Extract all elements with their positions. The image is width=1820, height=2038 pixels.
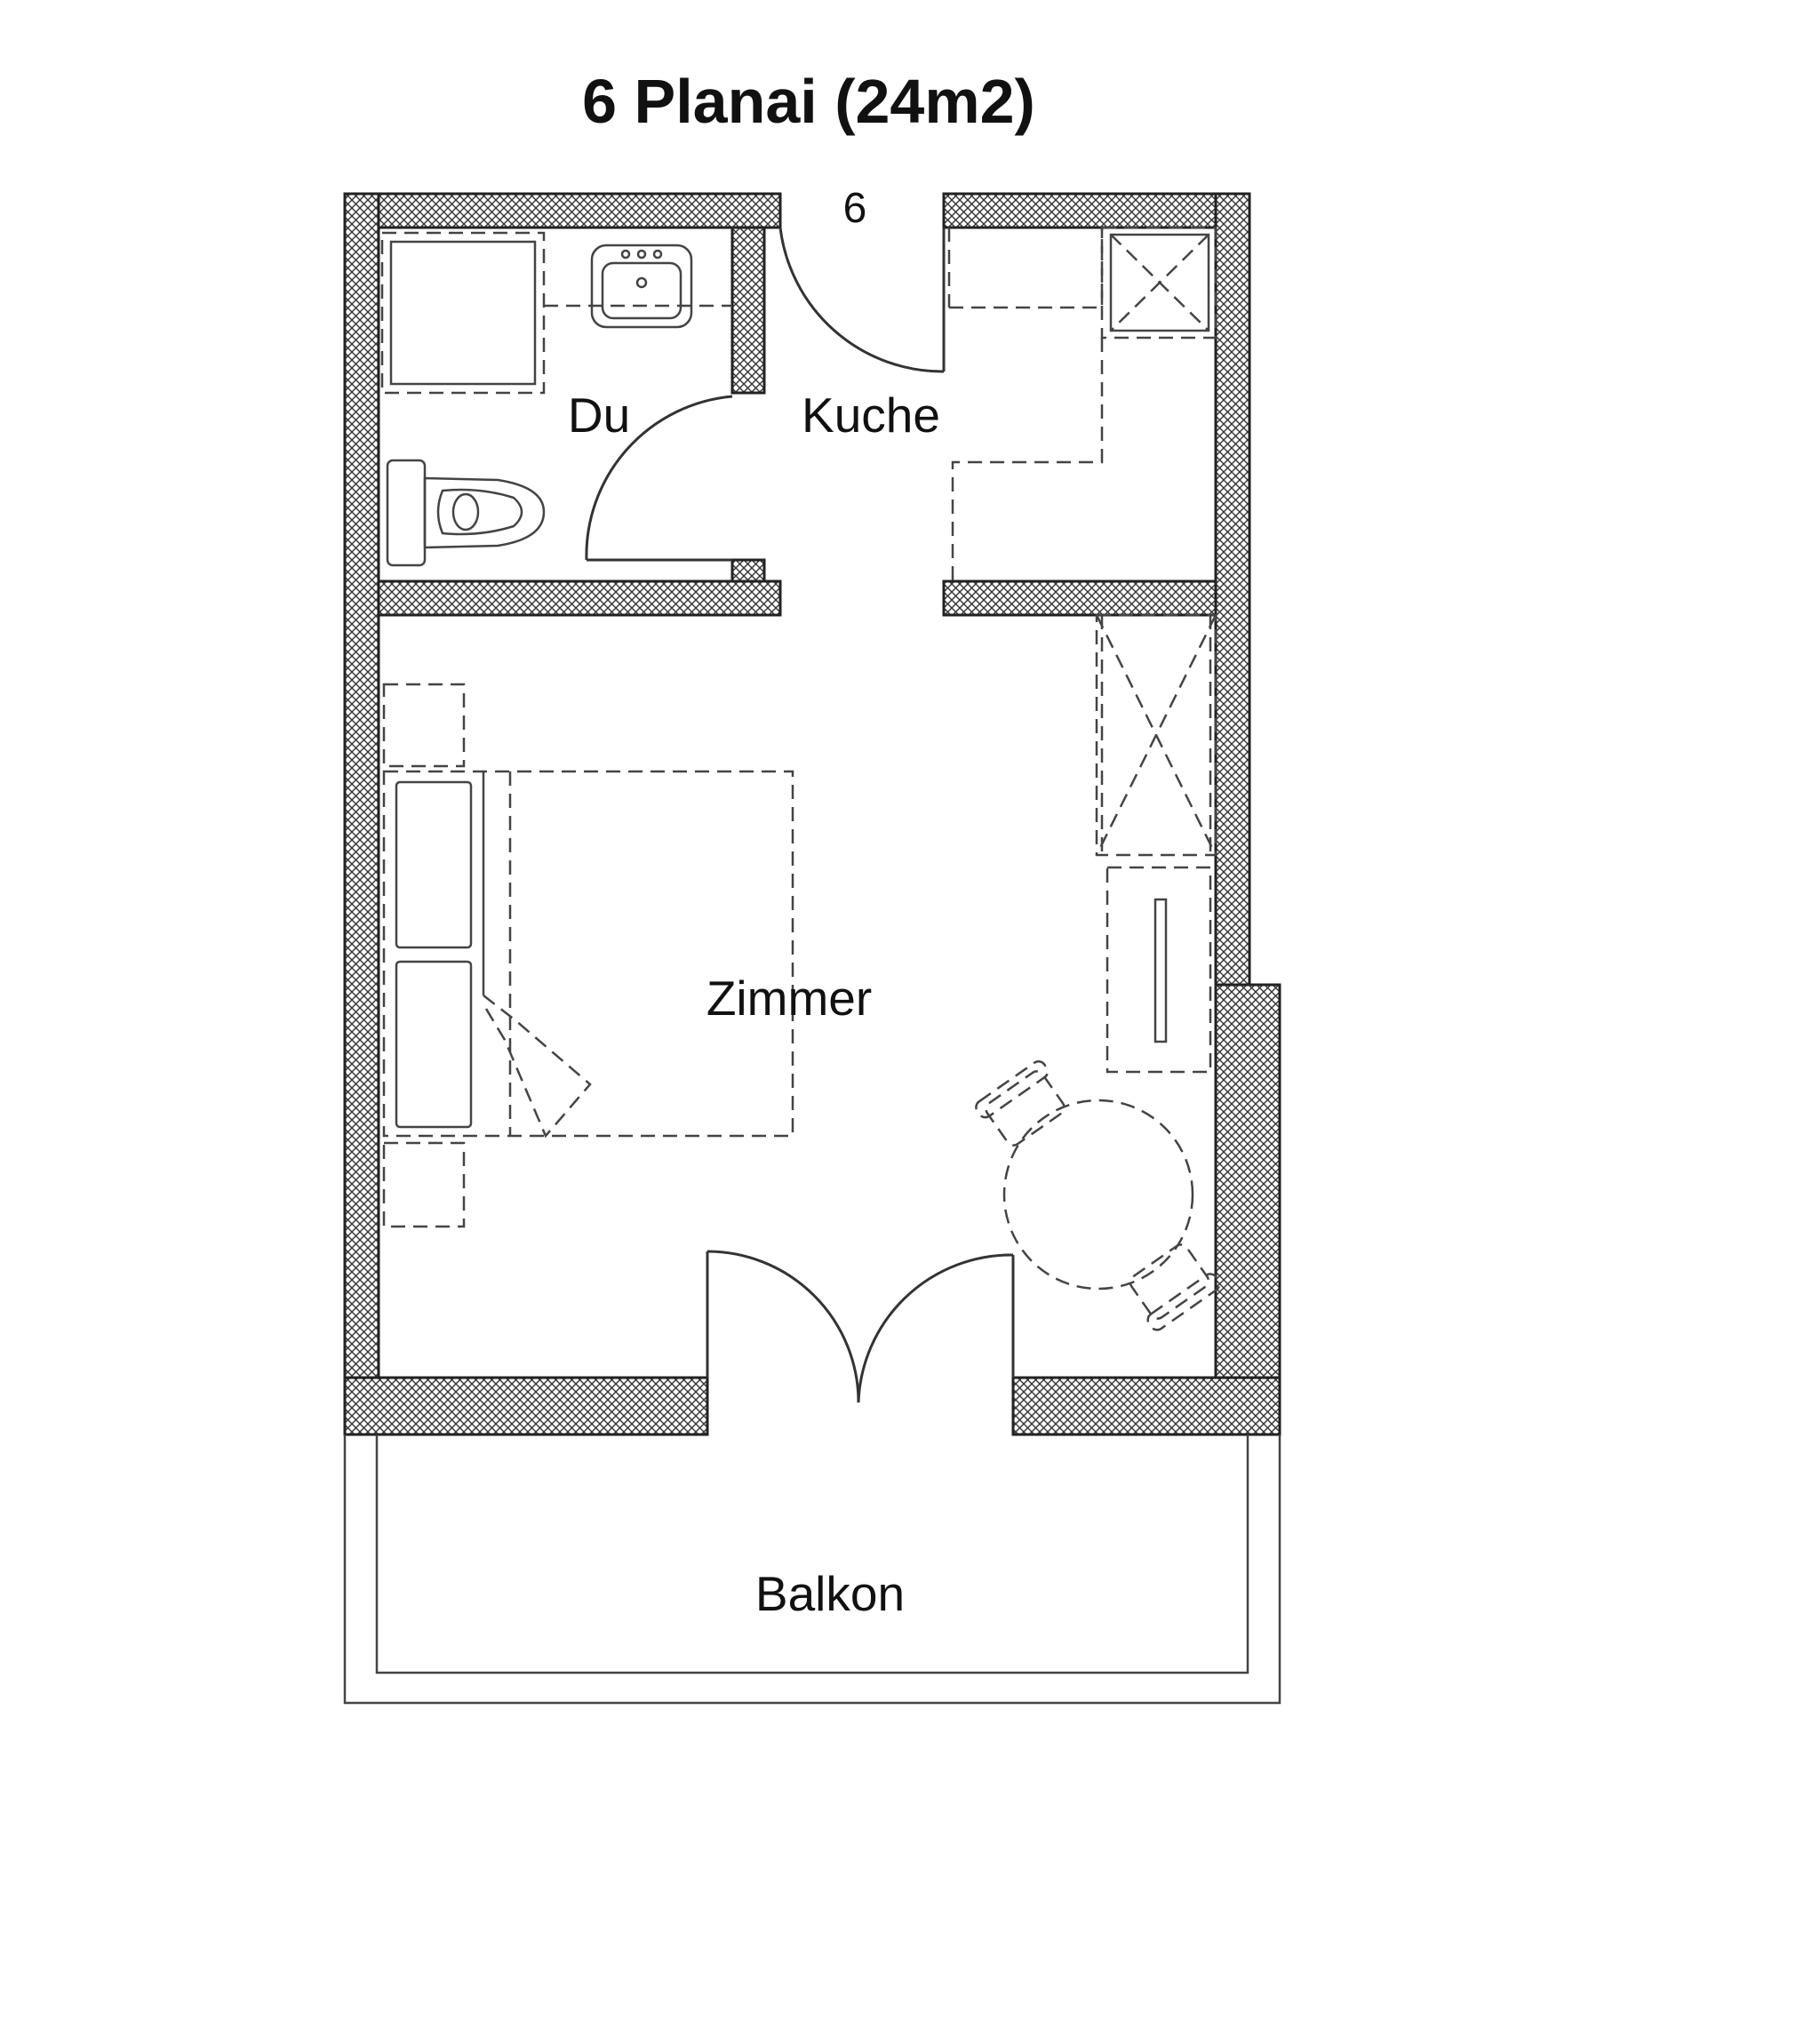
wall-top-left	[343, 192, 782, 229]
wall-top-right	[942, 192, 1251, 229]
room-label-balkon: Balkon	[755, 1566, 905, 1621]
wall-middle-right	[942, 579, 1217, 617]
balcony-door-left-swing	[706, 1250, 860, 1403]
sink-icon	[590, 244, 693, 329]
wall-bath-partition-top	[730, 226, 766, 395]
chair-icon	[1129, 1243, 1221, 1331]
chair-icon	[975, 1060, 1066, 1147]
wall-right-upper	[1214, 192, 1251, 987]
door-number: 6	[843, 185, 867, 232]
wall-left	[343, 192, 380, 1436]
toilet-icon	[386, 459, 546, 567]
room-label-zimmer: Zimmer	[706, 971, 872, 1026]
kitchen-counter	[951, 338, 1104, 581]
appliance-x-icon	[1100, 226, 1217, 340]
dresser-icon	[1106, 866, 1212, 1074]
table-icon	[1002, 1099, 1194, 1291]
wall-bottom-left	[343, 1376, 709, 1436]
balcony	[343, 1435, 1281, 1705]
plan-title: 6 Planai (24m2)	[582, 67, 1035, 136]
walls	[343, 192, 1281, 1436]
wall-middle-left	[377, 579, 782, 617]
room-label-kuche: Kuche	[802, 388, 940, 443]
bathroom-door-swing	[585, 395, 733, 561]
room-furniture	[382, 613, 1221, 1331]
wall-right-lower	[1214, 983, 1281, 1436]
bed-icon	[382, 683, 794, 1228]
wall-bottom-right	[1011, 1376, 1281, 1436]
doors	[585, 227, 1015, 1403]
balcony-door-right-swing	[857, 1253, 1014, 1403]
shower-tray	[380, 231, 546, 395]
kitchen-fixtures	[947, 226, 1217, 581]
wardrobe-icon	[1095, 613, 1217, 857]
bathroom-fixtures	[380, 231, 732, 567]
room-label-du: Du	[568, 388, 630, 443]
entrance-door-swing	[778, 227, 945, 373]
